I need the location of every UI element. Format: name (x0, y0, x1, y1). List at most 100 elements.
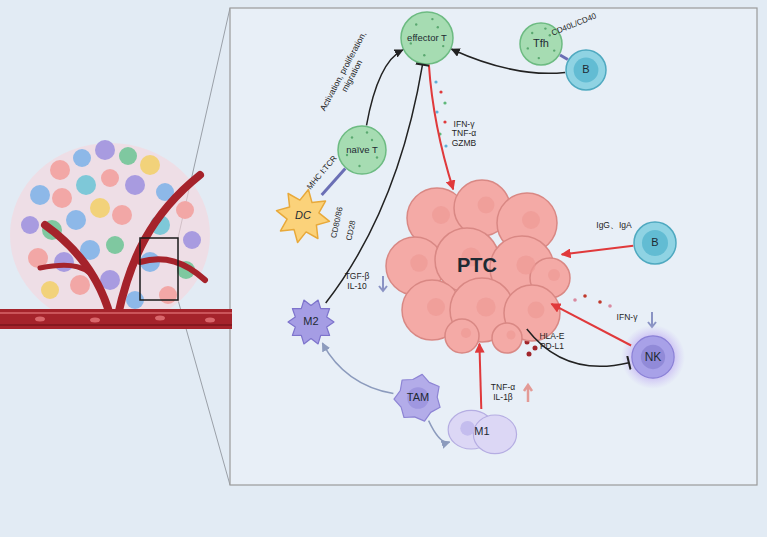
cell-name: effector T (407, 33, 447, 43)
tumor-illustration-part (10, 143, 210, 327)
cell-outline-part (376, 156, 378, 158)
tumor-illustration-part (52, 188, 72, 208)
cell-label-box: M1 (446, 409, 518, 455)
tumor-illustration-part (155, 316, 165, 321)
cell-label-box: DC (275, 188, 331, 244)
effect-arrow (429, 65, 453, 189)
cytokine-dots (434, 80, 611, 356)
cell-outline-part (632, 336, 674, 378)
cell-label-box: effector T (400, 11, 454, 65)
tumor-illustration-part (183, 231, 201, 249)
tumor-illustration-part (125, 175, 145, 195)
cell-name: M1 (474, 426, 489, 438)
cell-outline-part (492, 323, 522, 353)
effect-arrow (322, 343, 393, 394)
cell-name: M2 (303, 316, 318, 328)
cell-outline-part (478, 196, 495, 213)
cytokine-dots-part (443, 101, 446, 104)
effect-arrow (479, 344, 481, 409)
tumor-illustration-part (50, 160, 70, 180)
cell-outline-part (366, 131, 368, 133)
tumor-illustration (0, 140, 232, 329)
cytokine-dots-part (583, 294, 587, 298)
cell-outline-part (460, 421, 475, 436)
tumor-illustration-part (176, 201, 194, 219)
cytokine-dots-part (443, 120, 446, 123)
tumor-illustration-part (73, 149, 91, 167)
cell-outline-part (431, 18, 433, 20)
edge-label: HLA-E PD-L1 (535, 332, 569, 352)
cell-label-box: naïve T (337, 125, 387, 175)
cell-name: B (651, 237, 658, 249)
tumor-illustration-part (70, 275, 90, 295)
cell-outline-part (522, 211, 540, 229)
inhibition-line (527, 329, 629, 366)
tumor-illustration-part (45, 225, 110, 315)
cell-outline-part (358, 165, 360, 167)
cell-name: naïve T (346, 145, 378, 155)
edge-label: TGF-β IL-10 (339, 272, 375, 292)
tumor-illustration-part (101, 169, 119, 187)
tumor-illustration-part (140, 259, 205, 280)
cell-name: B (582, 64, 589, 76)
cytokine-dots-part (608, 304, 612, 308)
cell-outline-part (351, 136, 353, 138)
cytokine-dots-part (444, 144, 447, 147)
trend-arrows-part (648, 312, 656, 327)
tumor-illustration-part (106, 236, 124, 254)
tumor-illustration-part (90, 318, 100, 323)
cell-outline-part (427, 298, 445, 316)
effect-arrow (429, 421, 450, 443)
cell-outline-part (407, 387, 429, 409)
dendritic-cell: DC (275, 188, 331, 244)
tumor-illustration-part (41, 281, 59, 299)
cell-outline-part (401, 12, 453, 64)
cell-outline-part (423, 54, 425, 56)
cell-outline-part (634, 222, 676, 264)
cell-outline-part (437, 26, 439, 28)
binding-line (560, 55, 568, 60)
cell-outline-part (531, 32, 533, 34)
tumor-illustration-part (30, 185, 50, 205)
tumor-illustration-part (118, 175, 200, 315)
edge-label: TNF-α IL-1β (485, 383, 521, 403)
cell-name: PTC (457, 255, 497, 276)
cell-outline-part (415, 23, 417, 25)
trend-arrows-part (524, 385, 532, 402)
cell-outline-part (371, 139, 373, 141)
b-cell: B (633, 221, 677, 265)
cytokine-dots-part (573, 298, 577, 302)
tam-cell: TAM (393, 373, 443, 423)
tumor-illustration-part (95, 140, 115, 160)
nk-cell: NK (620, 324, 686, 390)
cell-outline-part (642, 230, 668, 256)
naive-t-cell: naïve T (337, 125, 387, 175)
cell-outline-part (507, 330, 516, 339)
tumor-illustration-part (205, 318, 215, 323)
cytokine-dots-part (438, 132, 441, 135)
edge-label: IgG、IgA (584, 221, 644, 231)
cell-outline-part (461, 327, 471, 337)
cell-outline-part (544, 27, 546, 29)
tumor-illustration-part (66, 210, 86, 230)
tumor-illustration-part (159, 286, 177, 304)
cell-outline-part (432, 206, 450, 224)
effect-arrow (562, 246, 634, 255)
tumor-illustration-part (35, 317, 45, 322)
cell-outline-part (476, 297, 495, 316)
cell-outline-part (553, 49, 555, 51)
cell-outline-part (410, 254, 427, 271)
cytokine-dots-part (439, 90, 442, 93)
cell-name: Tfh (533, 38, 549, 50)
cell-label-box: M2 (287, 298, 335, 346)
cell-name: DC (295, 210, 311, 222)
tumor-illustration-part (0, 312, 232, 314)
cytokine-dots-part (598, 300, 602, 304)
cytokine-dots-part (533, 346, 538, 351)
effect-arrow (367, 50, 403, 126)
effect-arrow (452, 49, 565, 73)
cell-label-box: TAM (393, 373, 443, 423)
